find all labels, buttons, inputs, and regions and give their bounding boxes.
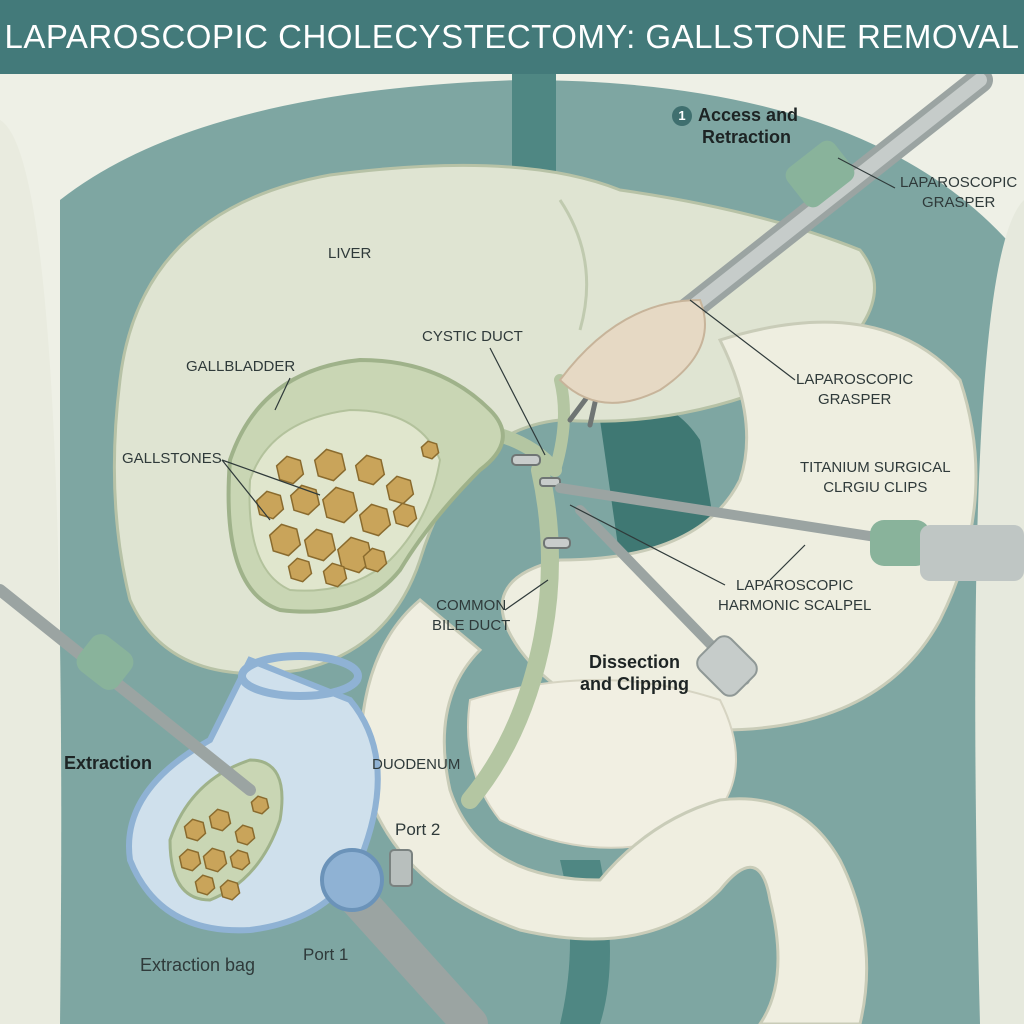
extracted-gallstone [250,795,270,815]
leader-scalpel [569,504,726,586]
label-grasper-mid: LAPAROSCOPIC GRASPER [796,370,913,410]
page-title: LAPAROSCOPIC CHOLECYSTECTOMY: GALLSTONE … [4,18,1020,55]
gallstone [321,486,359,524]
extraction-instrument-collar [76,634,134,690]
clip-2 [539,477,561,487]
extraction-instrument-shaft [0,584,256,796]
hepatic-duct [549,374,570,476]
duodenum-shape [358,598,869,1024]
leader-gallstones-1 [221,459,321,496]
label-grasper-top: LAPAROSCOPIC GRASPER [900,173,1017,213]
extracted-gallstone [234,824,256,846]
gallstone [420,440,440,460]
port1-ring [320,848,384,912]
extracted-gallstone [229,849,251,871]
extraction-bag-rim [238,652,362,700]
label-common-bile-duct-line1: COMMON [436,597,507,614]
gallstone [392,502,418,528]
step-number-badge: 1 [672,106,692,126]
label-cystic-duct: CYSTIC DUCT [422,328,523,345]
extracted-gallstone [194,874,216,896]
leader-gallstones-2 [221,459,271,521]
leader-clips [769,544,806,581]
gallstone [287,557,313,583]
label-grasper-mid-line1: LAPAROSCOPIC [796,371,914,388]
common-bile-duct [461,461,559,809]
retracted-tissue [558,298,706,404]
extracted-gallstone [183,818,207,842]
body-wall-left [0,120,62,1024]
gallstone [322,562,348,588]
leader-gallbladder [274,377,291,411]
label-liver: LIVER [328,245,372,262]
label-grasper-top-line1: LAPAROSCOPIC [900,174,1018,191]
clip-3 [543,537,571,549]
clip-1 [511,454,541,466]
gallstone [303,528,337,562]
grasper-right-handle [920,525,1024,581]
extracted-gallstone [219,879,241,901]
gallstone [362,547,388,573]
step-dissection-line1: Dissection [588,652,680,672]
label-common-bile-duct-line2: BILE DUCT [432,617,511,634]
bag-stones-group [178,795,270,901]
label-grasper-mid-line2: GRASPER [817,391,892,408]
gallstone [268,523,302,557]
step-access-retraction: 1 Access and Retraction [672,104,798,148]
gallstones-group [255,440,440,588]
step-access-line2: Retraction [702,127,792,147]
gallstone [275,455,305,485]
label-gallbladder: GALLBLADDER [186,358,296,375]
step-extraction: Extraction [64,753,153,773]
extracted-gallstone [178,848,202,872]
extracted-gallstone [202,847,228,873]
label-common-bile-duct: COMMON BILE DUCT [432,596,510,636]
leader-grasper-top [837,157,896,189]
label-extraction-bag: Extraction bag [140,955,256,975]
body-wall-right [975,200,1024,1024]
label-grasper-top-line2: GRASPER [921,194,996,211]
label-port2: Port 2 [395,820,441,839]
title-bar: LAPAROSCOPIC CHOLECYSTECTOMY: GALLSTONE … [0,0,1024,74]
grasper-right-collar [870,520,930,566]
label-port1: Port 1 [303,945,349,964]
step-dissection-clipping: Dissection and Clipping [580,651,689,695]
label-scalpel-line1: LAPAROSCOPIC [736,577,854,594]
label-clips-line2: CLRGIU CLIPS [823,479,928,496]
label-duodenum: DUODENUM [372,756,461,773]
extracted-gallstone [208,808,232,832]
gallstone [313,448,347,482]
leader-grasper-mid [689,299,796,381]
step-access-line1: Access and [698,105,799,125]
liver-lobe-line [558,199,589,331]
gallstone [358,503,392,537]
grasper-top-collar [785,140,855,208]
label-scalpel-line2: HARMONIC SCALPEL [718,597,872,614]
leader-lines [221,157,896,611]
port2-valve [389,849,413,887]
label-harmonic-scalpel: LAPAROSCOPIC HARMONIC SCALPEL [718,576,871,616]
gallstone [354,454,386,486]
label-clips-line1: TITANIUM SURGICAL [800,459,951,476]
step-dissection-line2: and Clipping [580,674,689,694]
label-gallstones: GALLSTONES [122,450,222,467]
scalpel-handle [696,635,758,697]
leader-common-bile-duct [504,579,549,611]
label-titanium-clips: TITANIUM SURGICAL CLRGIU CLIPS [800,458,951,498]
leader-cystic-duct [489,347,546,456]
gallstone [336,536,374,574]
